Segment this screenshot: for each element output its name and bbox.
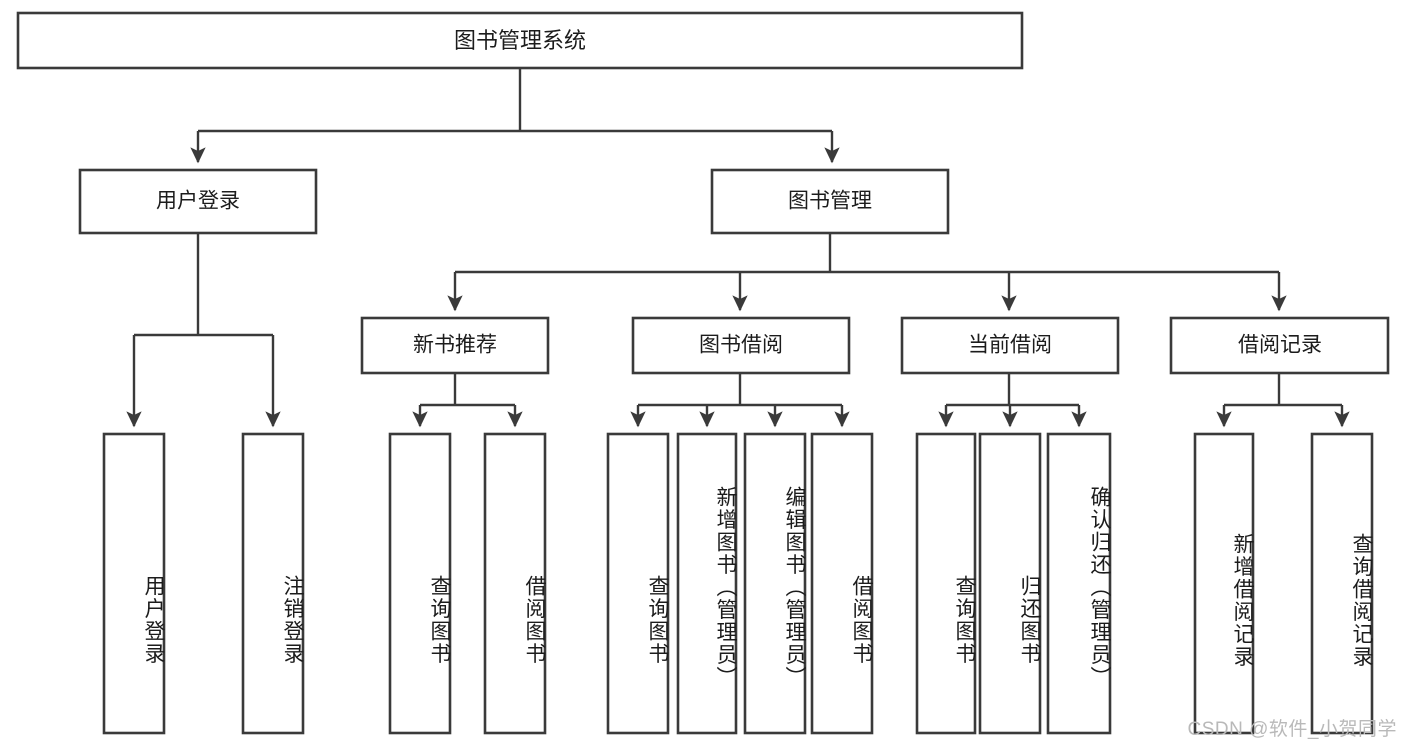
node-user-login[interactable]: 用户登录	[78, 168, 318, 235]
leaf-user-login-box[interactable]	[102, 432, 166, 735]
node-root[interactable]: 图书管理系统	[16, 11, 1024, 70]
csdn-watermark: CSDN @软件_小贺同学	[1187, 719, 1397, 740]
leaf-box-layer	[102, 432, 1374, 735]
leaf-borrow-book-1-box[interactable]	[483, 432, 547, 735]
node-current-borrow-label: 当前借阅	[968, 334, 1052, 357]
node-user-login-label: 用户登录	[156, 190, 240, 213]
leaf-borrow-book-2-box[interactable]	[810, 432, 874, 735]
leaf-query-book-3-box[interactable]	[915, 432, 977, 735]
node-book-manage-label: 图书管理	[788, 190, 872, 213]
node-borrow-record-label: 借阅记录	[1238, 334, 1322, 357]
node-book-borrow-box[interactable]	[631, 316, 851, 375]
connector-layer	[126, 68, 1350, 428]
leaf-query-book-2-box[interactable]	[606, 432, 670, 735]
leaf-query-book-1-box[interactable]	[388, 432, 452, 735]
node-book-manage-box[interactable]	[710, 168, 950, 235]
node-book-borrow[interactable]: 图书借阅	[631, 316, 851, 375]
node-book-manage[interactable]: 图书管理	[710, 168, 950, 235]
node-root-box[interactable]	[16, 11, 1024, 70]
node-root-label: 图书管理系统	[454, 28, 586, 53]
node-new-book-recommend[interactable]: 新书推荐	[360, 316, 550, 375]
node-current-borrow[interactable]: 当前借阅	[900, 316, 1120, 375]
leaf-return-book-box[interactable]	[978, 432, 1042, 735]
leaf-add-record-box[interactable]	[1193, 432, 1255, 735]
leaf-logout-box[interactable]	[241, 432, 305, 735]
node-new-book-recommend-label: 新书推荐	[413, 334, 497, 357]
leaf-confirm-return-box[interactable]	[1046, 432, 1112, 735]
node-current-borrow-box[interactable]	[900, 316, 1120, 375]
leaf-query-record-box[interactable]	[1310, 432, 1374, 735]
node-book-borrow-label: 图书借阅	[699, 334, 783, 357]
leaf-edit-book-box[interactable]	[743, 432, 807, 735]
leaf-add-book-box[interactable]	[676, 432, 738, 735]
node-borrow-record[interactable]: 借阅记录	[1169, 316, 1390, 375]
node-user-login-box[interactable]	[78, 168, 318, 235]
node-new-book-recommend-box[interactable]	[360, 316, 550, 375]
node-borrow-record-box[interactable]	[1169, 316, 1390, 375]
